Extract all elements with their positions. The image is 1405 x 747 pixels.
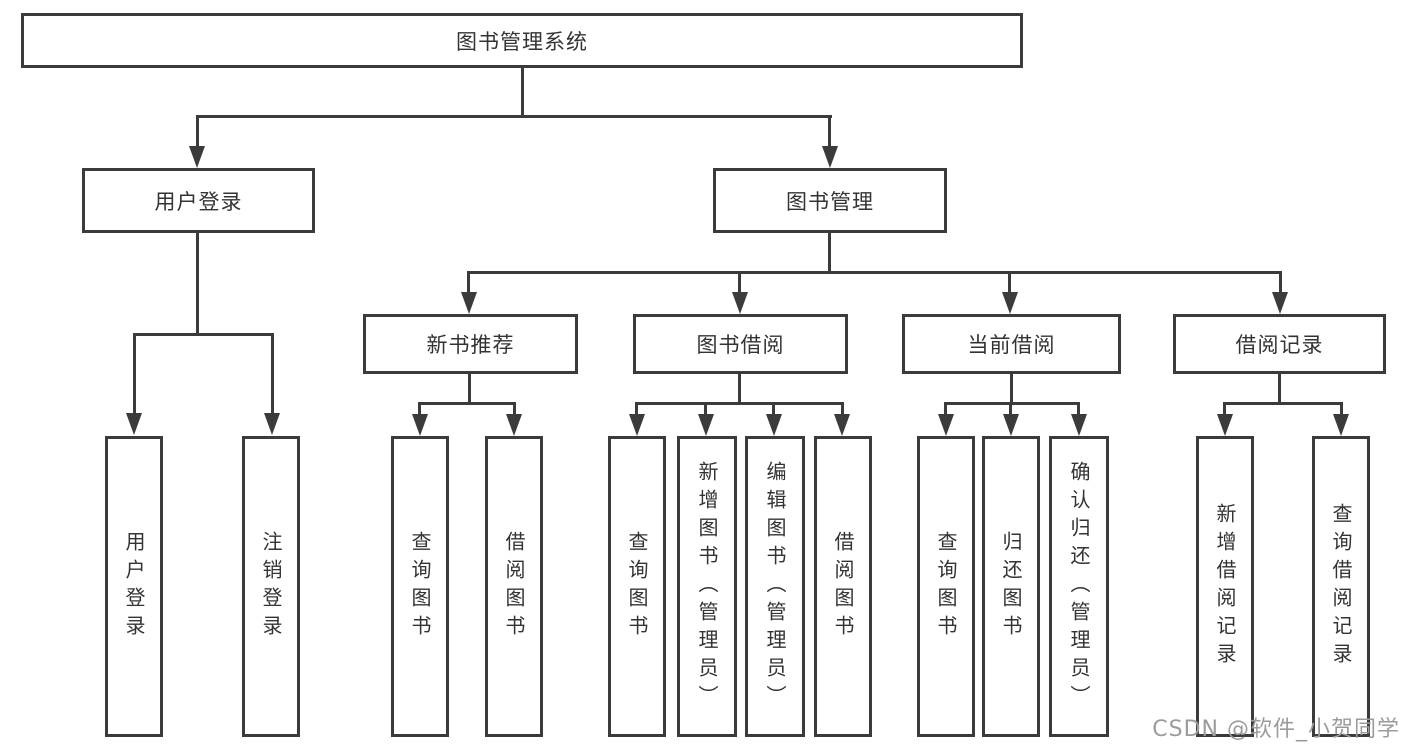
node-borrow-books-recommend: 借阅图书 <box>485 436 543 737</box>
node-confirm-return-admin-label: 确认归还（管理员） <box>1067 460 1091 713</box>
node-return-books-label: 归还图书 <box>999 530 1023 643</box>
node-add-borrow-record-label: 新增借阅记录 <box>1213 502 1237 671</box>
node-logout-leaf-label: 注销登录 <box>259 530 283 643</box>
connector-line <box>738 374 741 405</box>
node-user-login-leaf-label: 用户登录 <box>122 530 146 643</box>
node-query-borrow-record: 查询借阅记录 <box>1312 436 1370 737</box>
connector-line <box>1008 271 1011 293</box>
connector-line <box>772 402 775 416</box>
node-return-books: 归还图书 <box>982 436 1040 737</box>
node-user-login-branch-label: 用户登录 <box>154 189 243 214</box>
connector-line <box>704 402 707 416</box>
arrowhead-down-icon <box>766 414 782 436</box>
node-borrow-books-label: 借阅图书 <box>831 530 855 643</box>
node-query-books-borrow: 查询图书 <box>608 436 666 737</box>
connector-line <box>1279 271 1282 293</box>
connector-line <box>1223 402 1226 416</box>
node-query-borrow-record-label: 查询借阅记录 <box>1329 502 1353 671</box>
node-borrow-books-recommend-label: 借阅图书 <box>502 530 526 643</box>
connector-line <box>1009 402 1012 416</box>
node-query-books-recommend: 查询图书 <box>391 436 449 737</box>
node-edit-books-admin-label: 编辑图书（管理员） <box>763 460 787 713</box>
connector-line <box>196 115 832 118</box>
arrowhead-down-icon <box>189 146 205 168</box>
node-book-management-branch: 图书管理 <box>713 168 947 233</box>
node-add-books-admin: 新增图书（管理员） <box>677 436 737 737</box>
arrowhead-down-icon <box>834 414 850 436</box>
connector-line <box>133 333 274 336</box>
connector-line <box>1278 374 1281 405</box>
arrowhead-down-icon <box>1071 414 1087 436</box>
arrowhead-down-icon <box>461 292 477 314</box>
arrowhead-down-icon <box>1002 292 1018 314</box>
node-confirm-return-admin: 确认归还（管理员） <box>1049 436 1109 737</box>
connector-line <box>828 115 831 147</box>
node-query-books-current-label: 查询图书 <box>934 530 958 643</box>
node-book-borrow-label: 图书借阅 <box>696 333 785 357</box>
connector-line <box>635 402 638 416</box>
connector-line <box>418 402 516 405</box>
connector-line <box>841 402 844 416</box>
arrowhead-down-icon <box>629 414 645 436</box>
node-query-books-current: 查询图书 <box>917 436 975 737</box>
node-add-borrow-record: 新增借阅记录 <box>1196 436 1254 737</box>
node-borrow-records-label: 借阅记录 <box>1235 333 1324 357</box>
connector-line <box>196 233 199 336</box>
node-edit-books-admin: 编辑图书（管理员） <box>745 436 805 737</box>
arrowhead-down-icon <box>698 414 714 436</box>
connector-line <box>1340 402 1343 416</box>
arrowhead-down-icon <box>732 292 748 314</box>
arrowhead-down-icon <box>1333 414 1349 436</box>
node-new-book-recommend-label: 新书推荐 <box>426 333 515 357</box>
node-current-borrow-label: 当前借阅 <box>967 333 1056 357</box>
connector-line <box>1077 402 1080 416</box>
node-user-login-branch: 用户登录 <box>82 168 315 233</box>
connector-line <box>271 333 274 413</box>
node-new-book-recommend: 新书推荐 <box>363 314 578 374</box>
arrowhead-down-icon <box>264 413 280 435</box>
connector-line <box>418 402 421 416</box>
arrowhead-down-icon <box>1003 414 1019 436</box>
node-borrow-books: 借阅图书 <box>814 436 872 737</box>
connector-line <box>944 402 1080 405</box>
connector-line <box>738 271 741 293</box>
node-book-borrow: 图书借阅 <box>633 314 848 374</box>
connector-line <box>1010 374 1013 405</box>
arrowhead-down-icon <box>1272 292 1288 314</box>
arrowhead-down-icon <box>822 146 838 168</box>
arrowhead-down-icon <box>126 413 142 435</box>
connector-line <box>944 402 947 416</box>
connector-line <box>467 271 1282 274</box>
connector-line <box>828 233 831 274</box>
csdn-watermark: CSDN @软件_小贺同学 <box>1152 717 1400 742</box>
node-user-login-leaf: 用户登录 <box>105 436 163 737</box>
connector-line <box>467 271 470 293</box>
node-root-label: 图书管理系统 <box>456 29 588 54</box>
connector-line <box>468 374 471 405</box>
node-book-management-branch-label: 图书管理 <box>786 189 874 214</box>
node-query-books-borrow-label: 查询图书 <box>625 530 649 643</box>
node-borrow-records: 借阅记录 <box>1173 314 1386 374</box>
node-current-borrow: 当前借阅 <box>902 314 1121 374</box>
connector-line <box>196 115 199 147</box>
arrowhead-down-icon <box>412 414 428 436</box>
arrowhead-down-icon <box>1217 414 1233 436</box>
connector-line <box>521 68 524 118</box>
node-root: 图书管理系统 <box>21 13 1023 68</box>
node-query-books-recommend-label: 查询图书 <box>408 530 432 643</box>
node-add-books-admin-label: 新增图书（管理员） <box>695 460 719 713</box>
connector-line <box>635 402 844 405</box>
node-logout-leaf: 注销登录 <box>242 436 300 737</box>
arrowhead-down-icon <box>938 414 954 436</box>
arrowhead-down-icon <box>506 414 522 436</box>
connector-line <box>513 402 516 416</box>
connector-line <box>133 333 136 413</box>
connector-line <box>1223 402 1343 405</box>
